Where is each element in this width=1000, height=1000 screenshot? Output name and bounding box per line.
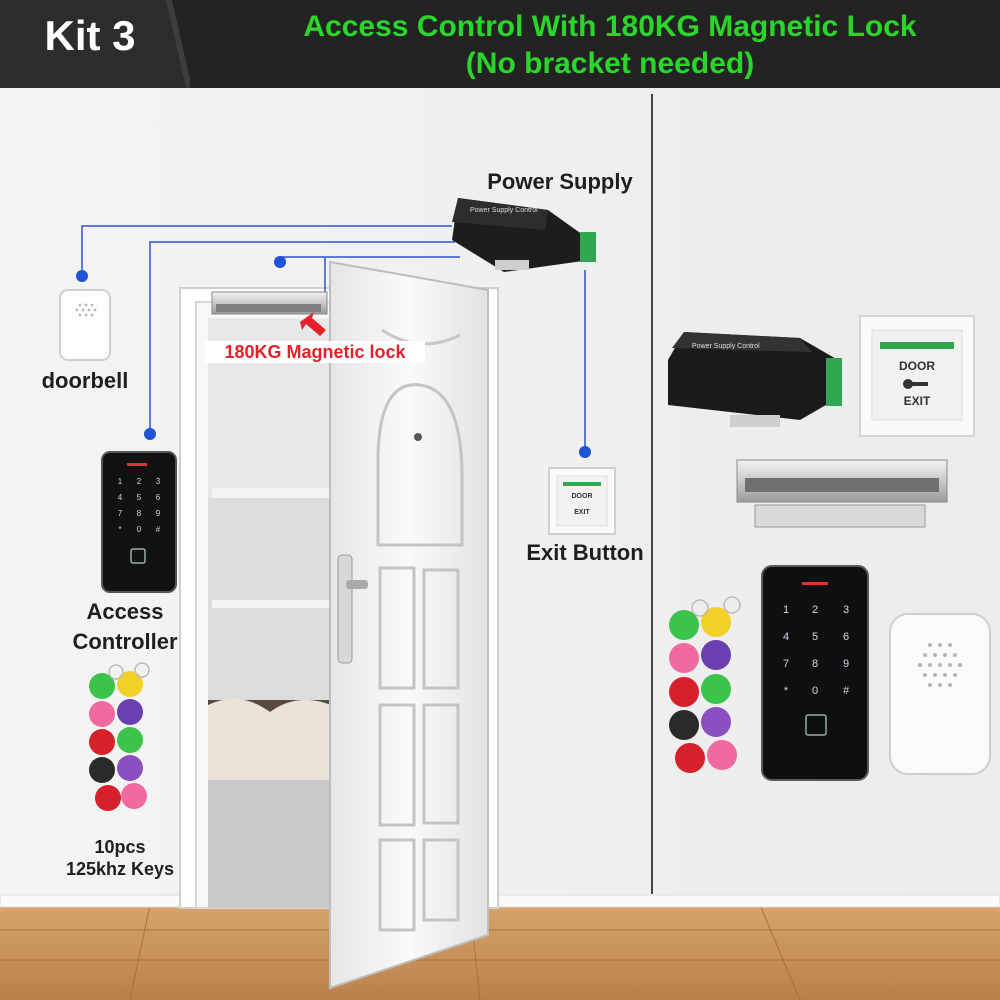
- svg-text:*: *: [118, 525, 121, 534]
- svg-text:7: 7: [783, 658, 789, 670]
- title-line-1: Access Control With 180KG Magnetic Lock: [303, 10, 917, 43]
- kit-key-fobs: [669, 596, 741, 773]
- access-controller-label-line-1: Access: [86, 599, 164, 624]
- key-fobs-left: [89, 662, 150, 811]
- svg-text:EXIT: EXIT: [904, 394, 931, 408]
- svg-text:8: 8: [812, 658, 818, 670]
- svg-text:#: #: [843, 685, 850, 697]
- svg-text:6: 6: [843, 631, 849, 643]
- magnetic-lock-label: 180KG Magnetic lock: [205, 341, 425, 363]
- kit-doorbell: [889, 613, 991, 775]
- wire-endpoints: [76, 256, 591, 458]
- magnetic-lock-on-frame: [211, 291, 328, 315]
- kit-keypad: 1 2 3 4 5 6 7 8 9 * 0 #: [761, 565, 869, 781]
- kit-label: Kit 3: [44, 12, 136, 59]
- room-interior: [208, 318, 338, 908]
- svg-text:5: 5: [812, 631, 818, 643]
- svg-text:7: 7: [118, 509, 123, 518]
- svg-text:*: *: [784, 685, 789, 697]
- doorbell-label: doorbell: [41, 368, 129, 393]
- access-controller-label-line-2: Controller: [72, 629, 178, 654]
- keys-label: 10pcs 125khz Keys: [45, 836, 195, 880]
- kit-exit-button: DOOR EXIT: [859, 315, 975, 437]
- kit-power-supply: Power Supply Control: [668, 332, 842, 427]
- svg-text:Power Supply Control: Power Supply Control: [470, 207, 538, 214]
- svg-text:1: 1: [118, 477, 123, 486]
- section-divider: [651, 94, 653, 894]
- svg-text:3: 3: [843, 604, 849, 616]
- access-controller-label: Access Controller: [55, 597, 195, 657]
- keys-label-line-1: 10pcs: [94, 837, 146, 857]
- svg-text:3: 3: [156, 477, 161, 486]
- callout-arrow-icon: [300, 312, 326, 336]
- svg-text:0: 0: [812, 685, 818, 697]
- svg-text:2: 2: [812, 604, 818, 616]
- svg-text:DOOR: DOOR: [899, 359, 935, 373]
- exit-button-label: Exit Button: [526, 540, 644, 565]
- open-door: [329, 260, 489, 990]
- svg-text:2: 2: [137, 477, 142, 486]
- scene-illustration: Power Supply Control 1 2 3 4 5 6 7 8 9 * 0 # DOO…: [0, 88, 1000, 1000]
- power-supply-label: Power Supply: [487, 169, 633, 194]
- keys-label-line-2: 125khz Keys: [65, 859, 175, 879]
- svg-text:DOOR: DOOR: [572, 493, 593, 500]
- doorbell-device: [59, 289, 111, 361]
- kit-badge: [0, 0, 190, 88]
- title-line-2: (No bracket needed): [465, 47, 755, 80]
- svg-text:6: 6: [156, 493, 161, 502]
- svg-text:Power Supply Control: Power Supply Control: [692, 343, 760, 350]
- svg-text:0: 0: [137, 525, 142, 534]
- kit-magnetic-lock: [736, 459, 948, 528]
- svg-text:8: 8: [137, 509, 142, 518]
- access-controller-keypad: 1 2 3 4 5 6 7 8 9 * 0 #: [101, 451, 177, 593]
- svg-text:5: 5: [137, 493, 142, 502]
- exit-button-device: DOOR EXIT: [548, 467, 616, 535]
- svg-text:1: 1: [783, 604, 789, 616]
- svg-text:4: 4: [783, 631, 789, 643]
- baseboard: [0, 894, 1000, 908]
- svg-text:9: 9: [843, 658, 849, 670]
- wooden-floor: [0, 904, 1000, 1000]
- svg-text:9: 9: [156, 509, 161, 518]
- page-title: Access Control With 180KG Magnetic Lock …: [250, 8, 970, 82]
- svg-text:4: 4: [118, 493, 123, 502]
- svg-text:EXIT: EXIT: [574, 509, 590, 516]
- power-supply-box: Power Supply Control: [452, 198, 596, 272]
- header-bar: Kit 3 Access Control With 180KG Magnetic…: [0, 0, 1000, 88]
- svg-text:#: #: [156, 525, 161, 534]
